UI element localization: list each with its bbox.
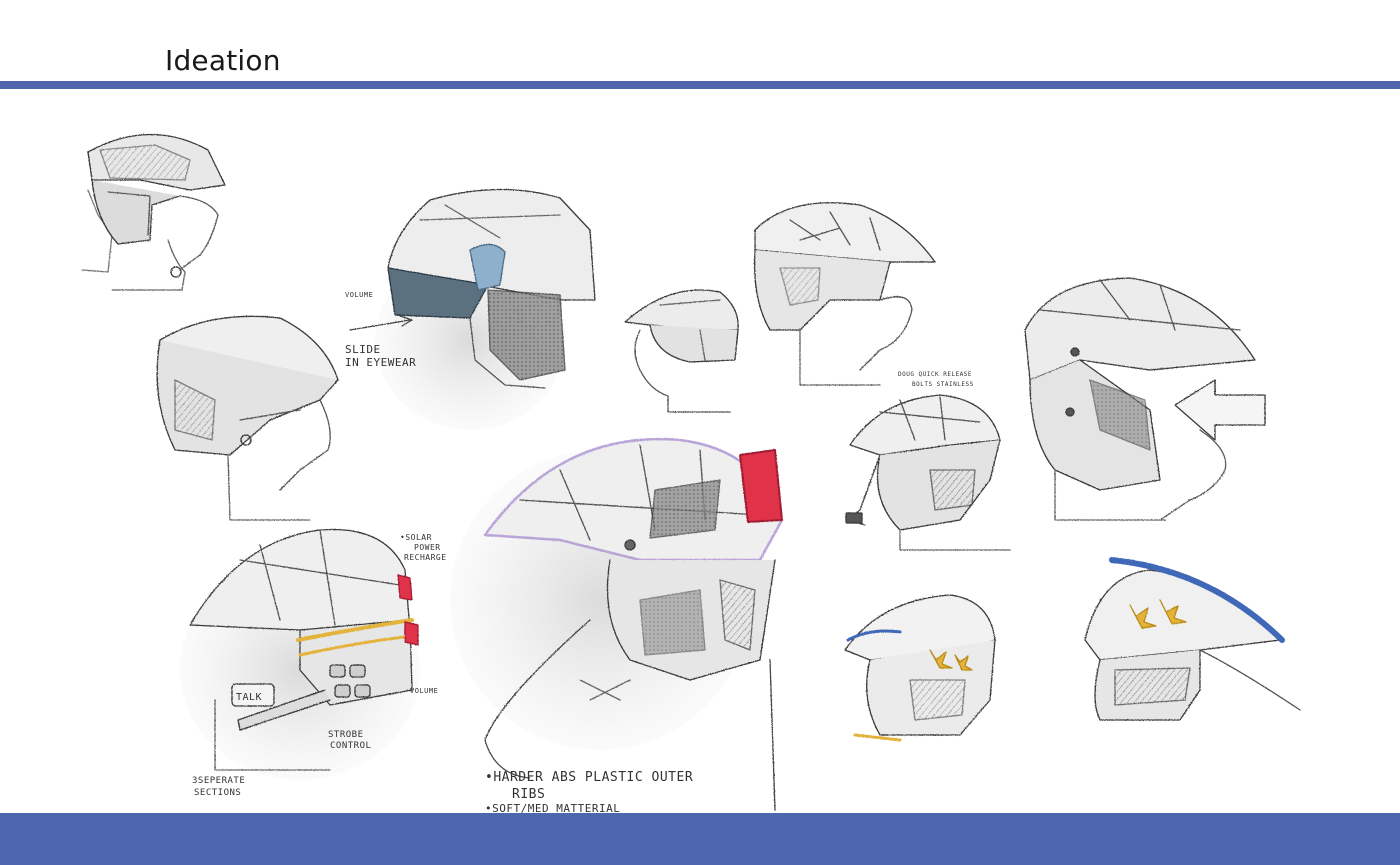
note-sections-line2: SECTIONS bbox=[194, 788, 241, 798]
note-volume-b: VOLUME bbox=[410, 687, 438, 695]
helmet-sketch-5 bbox=[1024, 277, 1266, 521]
helmet-sketch-8 bbox=[180, 528, 420, 780]
page-title: Ideation bbox=[165, 44, 281, 77]
note-abs-line2: RIBS bbox=[512, 787, 545, 802]
annotations: VOLUME SLIDE IN EYEWEAR •SOLAR POWER REC… bbox=[192, 291, 974, 815]
note-quick-release-line2: BOLTS STAINLESS bbox=[912, 381, 974, 388]
helmet-sketch-3 bbox=[624, 289, 739, 413]
note-sections-line1: 3SEPERATE bbox=[192, 776, 245, 786]
note-quick-release-line1: DOUG QUICK RELEASE bbox=[898, 371, 972, 378]
note-strobe-line2: CONTROL bbox=[330, 741, 371, 751]
helmet-sketch-6 bbox=[156, 315, 339, 521]
helmet-sketch-2 bbox=[349, 188, 596, 430]
note-solar-line3: RECHARGE bbox=[404, 553, 447, 562]
helmet-sketch-7 bbox=[845, 394, 1011, 551]
helmet-sketch-1 bbox=[81, 133, 226, 291]
note-solar-line2: POWER bbox=[414, 543, 441, 552]
note-slide-line1: SLIDE bbox=[345, 343, 381, 356]
note-talk: TALK bbox=[236, 692, 262, 703]
title-rule bbox=[0, 81, 1400, 89]
note-solar-line1: •SOLAR bbox=[400, 533, 432, 542]
footer-band bbox=[0, 813, 1400, 865]
note-slide-line2: IN EYEWEAR bbox=[345, 356, 416, 369]
helmet-sketch-9 bbox=[450, 437, 784, 811]
note-abs-line3: •SOFT/MED MATTERIAL bbox=[485, 802, 620, 815]
note-abs-line1: •HARDER ABS PLASTIC OUTER bbox=[485, 770, 693, 785]
helmet-sketch-4 bbox=[753, 202, 936, 386]
helmet-sketch-11 bbox=[1084, 557, 1301, 721]
helmet-sketch-10 bbox=[844, 594, 996, 742]
note-strobe-line1: STROBE bbox=[328, 730, 364, 740]
note-volume-a: VOLUME bbox=[345, 291, 373, 299]
